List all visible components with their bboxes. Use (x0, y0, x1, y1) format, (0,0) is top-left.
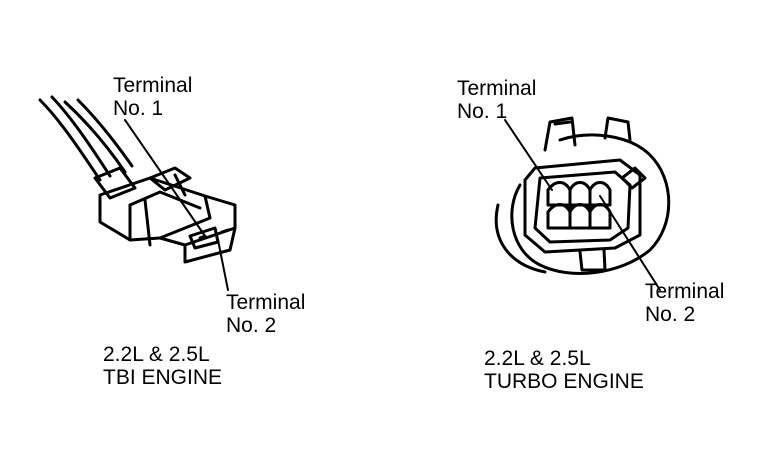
tbi-terminal-2-line2: No. 2 (226, 314, 277, 337)
tbi-connector-drawing (38, 95, 237, 291)
turbo-terminal-2-line2: No. 2 (645, 303, 696, 326)
tbi-terminal-1-line2: No. 1 (113, 97, 164, 120)
turbo-terminal-1-line1: Terminal (457, 77, 537, 100)
tbi-caption-line2: TBI ENGINE (103, 366, 223, 389)
turbo-terminal-2-label: Terminal No. 2 (645, 280, 724, 326)
tbi-terminal-1-line1: Terminal (113, 74, 193, 97)
tbi-terminal-1-label: Terminal No. 1 (113, 74, 192, 120)
turbo-connector-drawing (494, 116, 671, 291)
turbo-terminal-2-line1: Terminal (645, 280, 725, 303)
tbi-terminal-2-label: Terminal No. 2 (226, 291, 305, 337)
tbi-terminal-2-line1: Terminal (226, 291, 306, 314)
turbo-terminal-1-label: Terminal No. 1 (457, 77, 536, 123)
turbo-terminal-1-line2: No. 1 (457, 100, 508, 123)
tbi-caption-line1: 2.2L & 2.5L (103, 343, 210, 366)
tbi-caption: 2.2L & 2.5L TBI ENGINE (103, 343, 222, 389)
turbo-caption-line2: TURBO ENGINE (484, 370, 644, 393)
turbo-caption: 2.2L & 2.5L TURBO ENGINE (484, 347, 644, 393)
turbo-caption-line1: 2.2L & 2.5L (484, 347, 591, 370)
